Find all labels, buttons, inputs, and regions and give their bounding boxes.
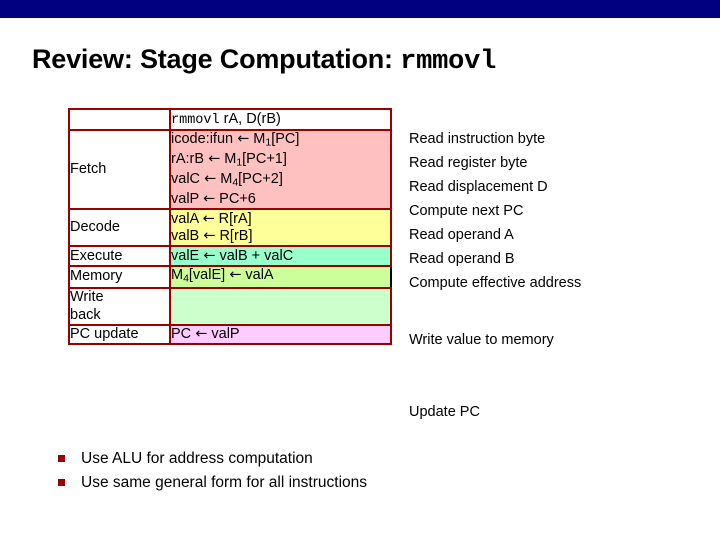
stage-label-execute: Execute [68,245,171,267]
description-text: Read register byte [409,155,528,171]
assign-arrow-icon: ← [204,171,217,188]
header-spacer-cell [68,108,171,131]
expression-line: PC ← valP [171,326,390,344]
expression-line: valB ← R[rB] [171,228,390,246]
instruction-header-cell: rmmovl rA, D(rB) [169,108,392,131]
list-item: Use same general form for all instructio… [58,474,658,492]
bullet-square-icon [58,479,65,486]
expr-rhs: R[rB] [219,228,253,245]
stage-computation-table: rmmovl rA, D(rB) Fetch icode:ifun ← M1[P… [68,108,392,346]
page-title-instruction: rmmovl [400,47,497,77]
expr-lhs: icode:ifun [171,131,234,147]
stage-expressions-decode: valA ← R[rA] valB ← R[rB] [169,208,392,248]
expr-mem: M [224,151,237,168]
description-text: Update PC [409,404,480,420]
expr-lhs: valB [171,228,200,245]
expression-line: icode:ifun ← M1[PC] [171,131,390,151]
expression-line: valC ← M4[PC+2] [171,171,390,191]
expression-line: valE ← valB + valC [171,247,390,265]
table-header-row: rmmovl rA, D(rB) [68,108,392,131]
table-row: Execute valE ← valB + valC [68,245,392,267]
bullet-list: Use ALU for address computation Use same… [58,450,658,498]
expr-mem: M [253,131,266,147]
expr-lhs: rA:rB [171,151,205,168]
expression-line: valP ← PC+6 [171,191,390,209]
stage-expressions-memory: M4[valE] ← valA [169,264,392,289]
stage-label-writeback-line1: Write [70,289,104,306]
assign-arrow-icon: ← [202,191,216,208]
expression-line-empty [171,289,390,307]
expr-rhs: valA [245,267,274,284]
expr-lhs: valP [171,191,199,208]
stage-expressions-pc-update: PC ← valP [169,323,392,346]
stage-expressions-fetch: icode:ifun ← M1[PC] rA:rB ← M1[PC+1] val… [169,128,392,211]
assign-arrow-icon: ← [203,228,216,245]
bullet-square-icon [58,455,65,462]
stage-label-writeback: Write back [68,286,171,326]
stage-expressions-execute: valE ← valB + valC [169,245,392,267]
stage-label-pc-update: PC update [68,323,171,346]
expr-lhs: valE [171,247,200,264]
assign-arrow-icon: ← [208,151,221,168]
expr-lhs: PC [171,326,192,343]
stage-label-fetch: Fetch [68,128,171,211]
description-text: Read displacement D [409,179,548,195]
expr-lhs: valC [171,171,201,188]
instruction-header-line: rmmovl rA, D(rB) [171,110,390,129]
description-text: Read operand A [409,227,514,243]
table-row: PC update PC ← valP [68,323,392,346]
description-text: Write value to memory [409,332,554,348]
stage-label-memory: Memory [68,264,171,289]
expr-mem-subscript: 4 [232,177,239,189]
expr-rhs: [PC] [271,131,300,147]
bullet-text: Use same general form for all instructio… [81,474,368,491]
page-title-prefix: Review: Stage Computation: [32,44,401,74]
page-title: Review: Stage Computation: rmmovl [32,44,692,77]
description-text: Compute next PC [409,203,524,219]
expr-rhs: [PC+1] [242,151,287,168]
assign-arrow-icon: ← [237,131,250,147]
table-row: Memory M4[valE] ← valA [68,264,392,289]
bullet-text: Use ALU for address computation [81,450,313,467]
stage-label-decode: Decode [68,208,171,248]
expr-rhs: PC+6 [219,191,256,208]
expr-mem: M [220,171,233,188]
expr-mem: M [171,267,184,284]
stage-label-writeback-line2: back [70,306,101,323]
assign-arrow-icon: ← [229,267,242,284]
instruction-operands: rA, D(rB) [219,110,281,127]
expr-rhs: valB + valC [219,247,294,264]
table-row: Write back [68,286,392,326]
expr-lhs: valA [171,210,199,227]
list-item: Use ALU for address computation [58,450,658,468]
instruction-mnemonic: rmmovl [171,112,220,128]
expr-mem-subscript: 1 [265,137,272,149]
expr-mem-subscript: 4 [183,273,189,285]
assign-arrow-icon: ← [203,247,216,264]
table-row: Decode valA ← R[rA] valB ← R[rB] [68,208,392,248]
expression-line: valA ← R[rA] [171,210,390,228]
description-text: Read operand B [409,251,515,267]
stage-expressions-writeback [169,286,392,326]
expr-rhs: [PC+2] [238,171,283,188]
description-text: Compute effective address [409,275,582,291]
expr-rhs: valP [211,326,240,343]
expr-mem-subscript: 1 [236,157,243,169]
expression-line: rA:rB ← M1[PC+1] [171,151,390,171]
assign-arrow-icon: ← [202,210,215,227]
table-row: Fetch icode:ifun ← M1[PC] rA:rB ← M1[PC+… [68,128,392,211]
expr-rhs: R[rA] [218,210,252,227]
expr-lhs: [valE] [188,267,226,284]
expression-line: M4[valE] ← valA [171,267,390,287]
description-text: Read instruction byte [409,131,546,147]
expression-line-empty [171,306,390,324]
assign-arrow-icon: ← [195,326,208,343]
top-accent-bar [0,0,720,18]
